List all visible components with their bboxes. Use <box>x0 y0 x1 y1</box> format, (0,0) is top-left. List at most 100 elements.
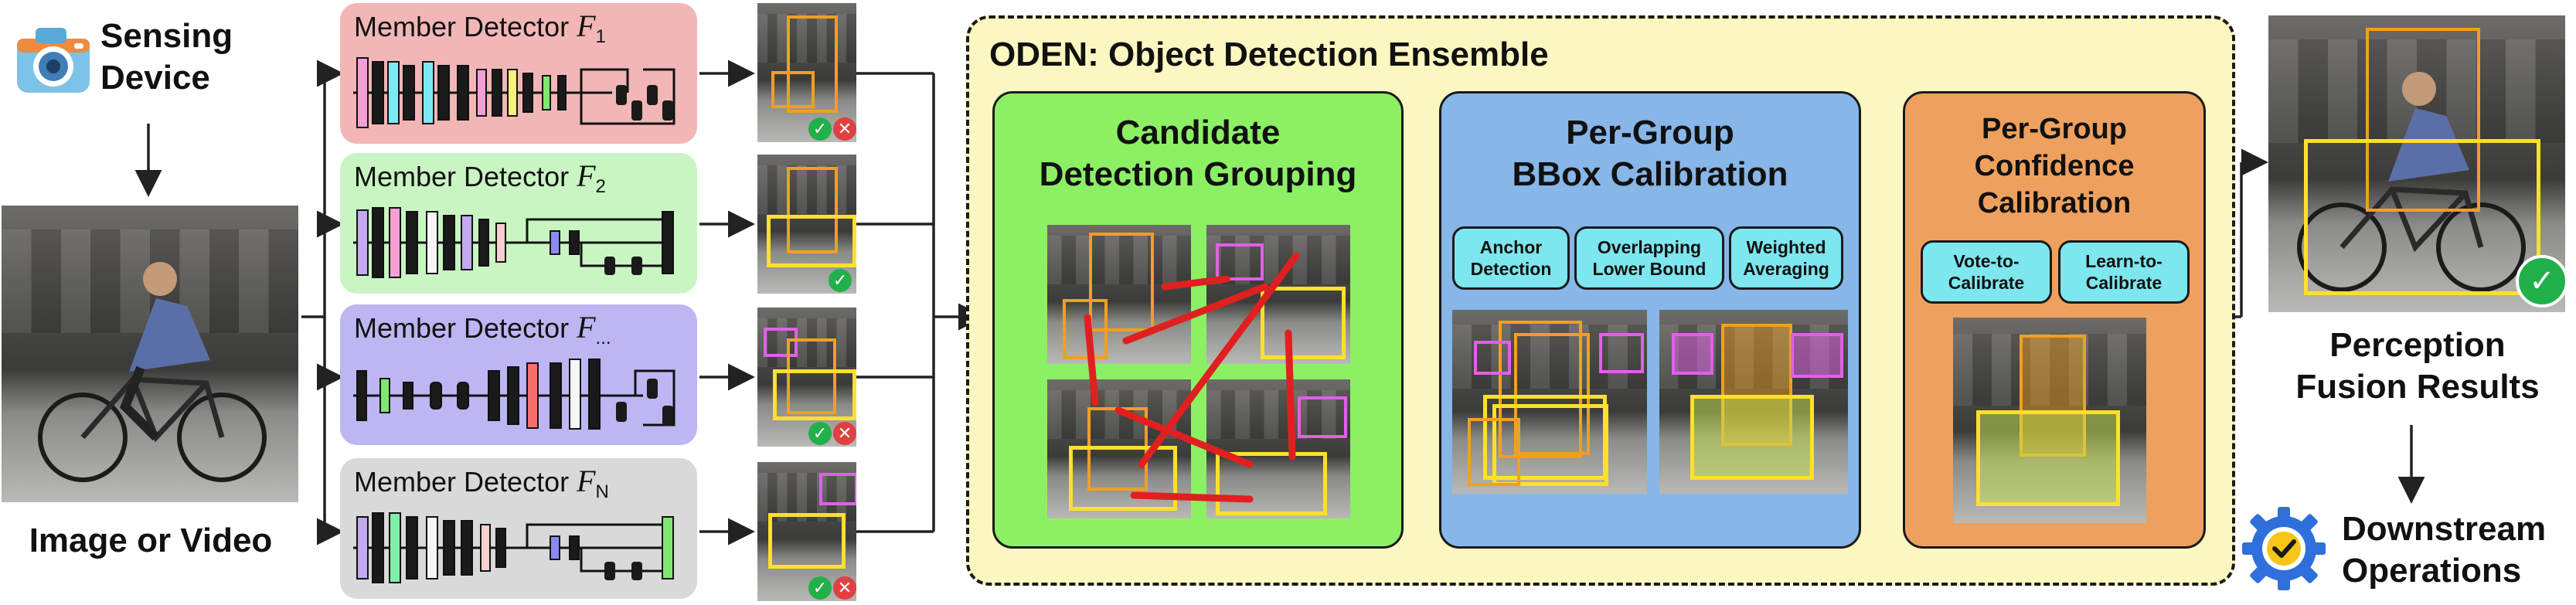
confidence-calibration-panel: Per-Group Confidence Calibration Vote-to… <box>1903 91 2206 549</box>
detection-box <box>787 338 836 414</box>
detector-subscript: 2 <box>595 176 606 198</box>
grouping-title-line2: Detection Grouping <box>1039 155 1357 193</box>
detector-1-output: ✓ ✕ <box>757 3 856 142</box>
detection-box <box>787 167 838 253</box>
detection-box <box>764 328 798 357</box>
cyclist-figure <box>38 262 267 482</box>
detector-symbol: F <box>577 8 596 43</box>
bbox-title-line2: BBox Calibration <box>1512 155 1788 193</box>
detector-title: Member Detector F... <box>354 309 611 349</box>
network-diagram <box>353 207 674 278</box>
method-line1: Weighted <box>1746 237 1826 257</box>
detector-subscript: N <box>595 481 609 503</box>
vote-to-calibrate-method: Vote-to-Calibrate <box>1921 240 2052 304</box>
confidence-title-line2: Confidence <box>1974 150 2135 182</box>
result-orange-box <box>2366 28 2480 212</box>
sensing-title-line2: Device <box>100 59 210 97</box>
check-icon: ✓ <box>829 269 852 292</box>
gear-check-icon <box>2237 502 2330 595</box>
check-icon: ✓ <box>808 576 832 600</box>
detector-prefix: Member Detector <box>354 312 577 344</box>
detection-box <box>1069 446 1177 511</box>
detection-box <box>1298 396 1347 438</box>
method-line2: Averaging <box>1743 259 1829 279</box>
method-line2: Detection <box>1470 259 1552 279</box>
grouping-title: Candidate Detection Grouping <box>995 112 1401 195</box>
confidence-image <box>1953 318 2146 523</box>
detector-title: Member Detector FN <box>354 463 609 503</box>
detector-3-output: ✓ ✕ <box>757 308 856 447</box>
learn-to-calibrate-method: Learn-to-Calibrate <box>2058 240 2190 304</box>
detection-box <box>767 215 856 267</box>
confidence-title: Per-Group Confidence Calibration <box>1905 110 2203 222</box>
oden-title: ODEN: Object Detection Ensemble <box>989 36 1549 73</box>
bbox-title-line1: Per-Group <box>1566 114 1734 151</box>
network-diagram <box>353 57 675 128</box>
member-detector-1: Member Detector F1 <box>340 3 697 144</box>
detection-box <box>1514 333 1590 455</box>
detection-box <box>819 473 856 505</box>
grouping-title-line1: Candidate <box>1115 114 1281 151</box>
cross-icon: ✕ <box>833 422 856 445</box>
downstream-line2: Operations <box>2342 552 2522 590</box>
bbox-title: Per-Group BBox Calibration <box>1441 112 1859 195</box>
detector-prefix: Member Detector <box>354 11 577 42</box>
calibrated-magenta-region <box>1672 333 1713 375</box>
group-image-tl <box>1047 225 1191 364</box>
result-line2: Fusion Results <box>2295 368 2540 406</box>
member-detector-3: Member Detector F... <box>340 304 697 445</box>
detection-box <box>1599 333 1644 373</box>
detection-box <box>1063 299 1108 359</box>
member-detector-2: Member Detector F2 <box>340 153 697 294</box>
detection-box <box>1216 452 1327 515</box>
result-yellow-box <box>2304 139 2540 295</box>
detection-box <box>787 15 838 113</box>
confidence-title-line3: Calibration <box>1977 187 2132 219</box>
result-label: Perception Fusion Results <box>2263 325 2572 408</box>
grouping-links <box>1084 252 1300 503</box>
calibrated-yellow-region <box>1690 395 1814 480</box>
sensing-title-line1: Sensing <box>100 17 233 55</box>
detector-symbol: F <box>577 310 596 345</box>
detection-box <box>1492 404 1608 486</box>
input-image <box>2 206 298 502</box>
method-line1: Anchor <box>1479 237 1543 257</box>
input-caption: Image or Video <box>29 522 273 559</box>
member-detector-n: Member Detector FN <box>340 458 697 599</box>
detection-box <box>1261 287 1346 359</box>
method-line1: Overlapping <box>1597 237 1702 257</box>
calibrated-yellow-region <box>1976 410 2120 506</box>
detection-box <box>1474 341 1511 375</box>
detection-box <box>773 369 856 420</box>
confidence-title-line1: Per-Group <box>1982 113 2127 145</box>
check-badge-icon: ✓ <box>2516 255 2565 308</box>
check-icon: ✓ <box>808 117 832 141</box>
detection-box <box>1216 243 1264 280</box>
detector-subscript: ... <box>595 328 611 349</box>
downstream-line1: Downstream <box>2342 510 2547 548</box>
method-line2: Calibrate <box>1948 273 2025 293</box>
detection-box <box>771 71 815 108</box>
cross-icon: ✕ <box>833 576 856 600</box>
cross-icon: ✕ <box>833 117 856 141</box>
detector-title: Member Detector F1 <box>354 8 606 48</box>
calibrated-magenta-region <box>1791 333 1843 378</box>
downstream-label: Downstream Operations <box>2342 508 2574 592</box>
method-line1: Learn-to- <box>2085 251 2163 271</box>
detector-2-output: ✓ <box>757 155 856 294</box>
fusion-result-image: ✓ <box>2268 15 2565 312</box>
network-diagram <box>353 512 674 583</box>
result-line1: Perception <box>2329 326 2506 364</box>
camera-icon <box>11 17 96 102</box>
method-line1: Vote-to- <box>1953 251 2020 271</box>
detection-box <box>1089 233 1154 331</box>
detector-prefix: Member Detector <box>354 466 577 498</box>
detection-box <box>768 513 846 569</box>
detector-subscript: 1 <box>595 26 606 48</box>
candidate-grouping-panel: Candidate Detection Grouping <box>992 91 1404 549</box>
network-diagram <box>353 359 675 430</box>
detector-prefix: Member Detector <box>354 161 577 192</box>
